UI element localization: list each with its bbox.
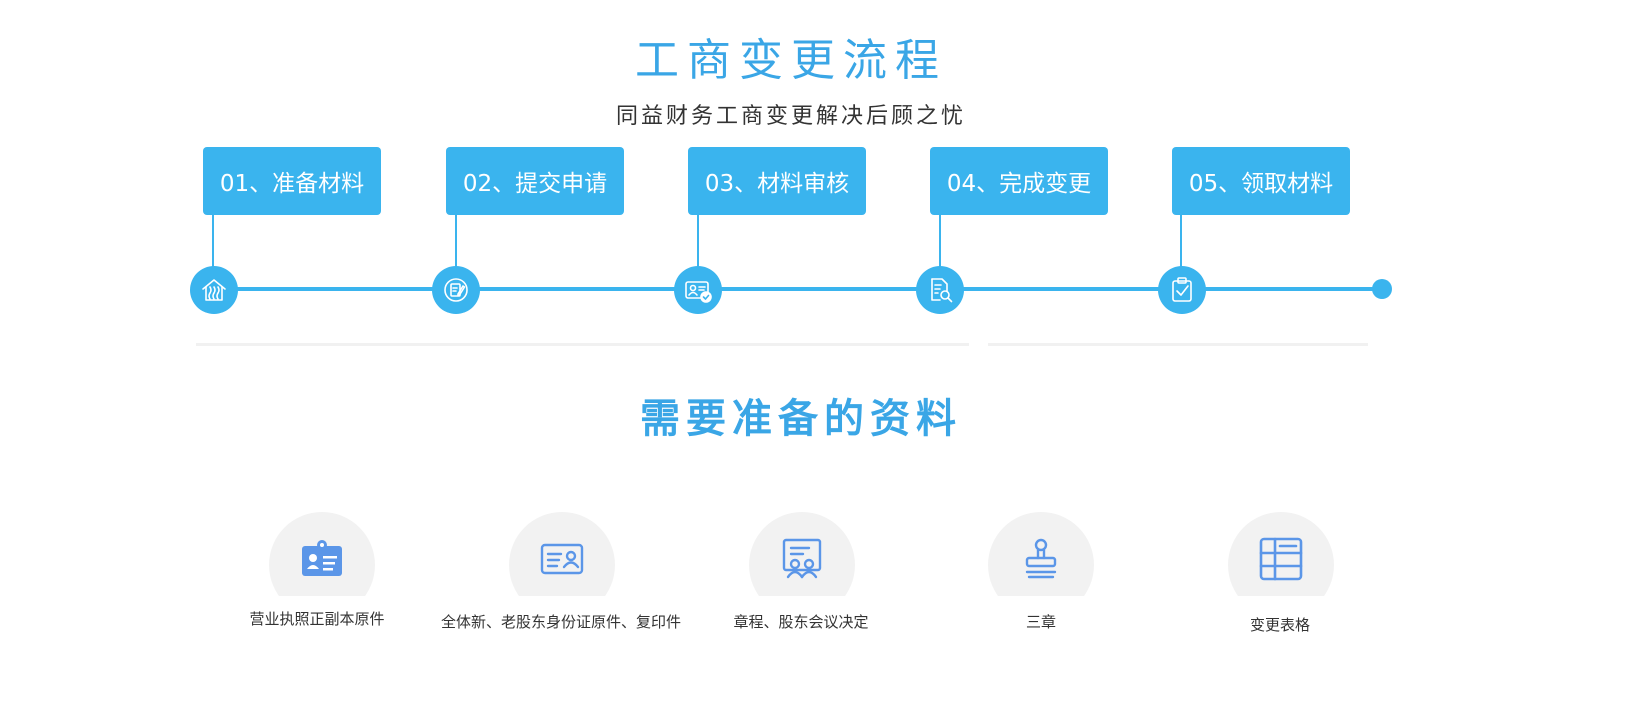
step-3-box[interactable]: 03、材料审核: [688, 147, 866, 215]
step-4-label: 04、完成变更: [946, 171, 1092, 197]
step-5-label: 05、领取材料: [1188, 171, 1334, 197]
material-3-label: 章程、股东会议决定: [733, 613, 869, 631]
step-4-box[interactable]: 04、完成变更: [930, 147, 1108, 215]
step-1-label: 01、准备材料: [219, 171, 365, 197]
material-1-label: 营业执照正副本原件: [249, 610, 385, 628]
material-1-circle: [269, 512, 375, 596]
section-divider-right: [988, 343, 1368, 346]
house-icon: [202, 279, 226, 301]
step-4-stem: [939, 215, 941, 271]
timeline-line: [206, 287, 1384, 291]
material-2-circle: [509, 512, 615, 596]
id-card-check-icon: [685, 281, 712, 303]
step-2-label: 02、提交申请: [462, 171, 608, 197]
timeline-end-dot: [1372, 279, 1392, 299]
edit-document-icon: [444, 278, 468, 302]
step-2-box[interactable]: 02、提交申请: [446, 147, 624, 215]
material-5-label: 变更表格: [1249, 616, 1310, 634]
page-title: 工商变更流程: [635, 35, 947, 86]
section-divider-left: [196, 343, 969, 346]
page-subtitle: 同益财务工商变更解决后顾之忧: [615, 104, 966, 129]
step-3-stem: [697, 215, 699, 271]
step-5-stem: [1180, 215, 1182, 271]
table-form-icon: [1259, 537, 1303, 581]
document-search-icon: [931, 278, 953, 303]
material-4-circle: [988, 512, 1094, 596]
stamp-icon: [1025, 538, 1057, 579]
material-3-circle: [749, 512, 855, 596]
step-5-node: [1158, 266, 1206, 314]
step-1-stem: [212, 215, 214, 271]
step-2-stem: [455, 215, 457, 271]
meeting-document-icon: [782, 538, 822, 579]
material-2-label: 全体新、老股东身份证原件、复印件: [440, 613, 681, 631]
clipboard-check-icon: [1172, 277, 1192, 302]
id-card-icon: [540, 543, 584, 575]
material-5-circle: [1228, 512, 1334, 596]
step-4-node: [916, 266, 964, 314]
step-5-box[interactable]: 05、领取材料: [1172, 147, 1350, 215]
step-3-node: [674, 266, 722, 314]
step-2-node: [432, 266, 480, 314]
step-1-box[interactable]: 01、准备材料: [203, 147, 381, 215]
material-4-label: 三章: [1025, 613, 1056, 631]
step-3-label: 03、材料审核: [704, 171, 850, 197]
materials-title: 需要准备的资料: [640, 396, 962, 442]
step-1-node: [190, 266, 238, 314]
business-license-icon: [302, 540, 342, 576]
